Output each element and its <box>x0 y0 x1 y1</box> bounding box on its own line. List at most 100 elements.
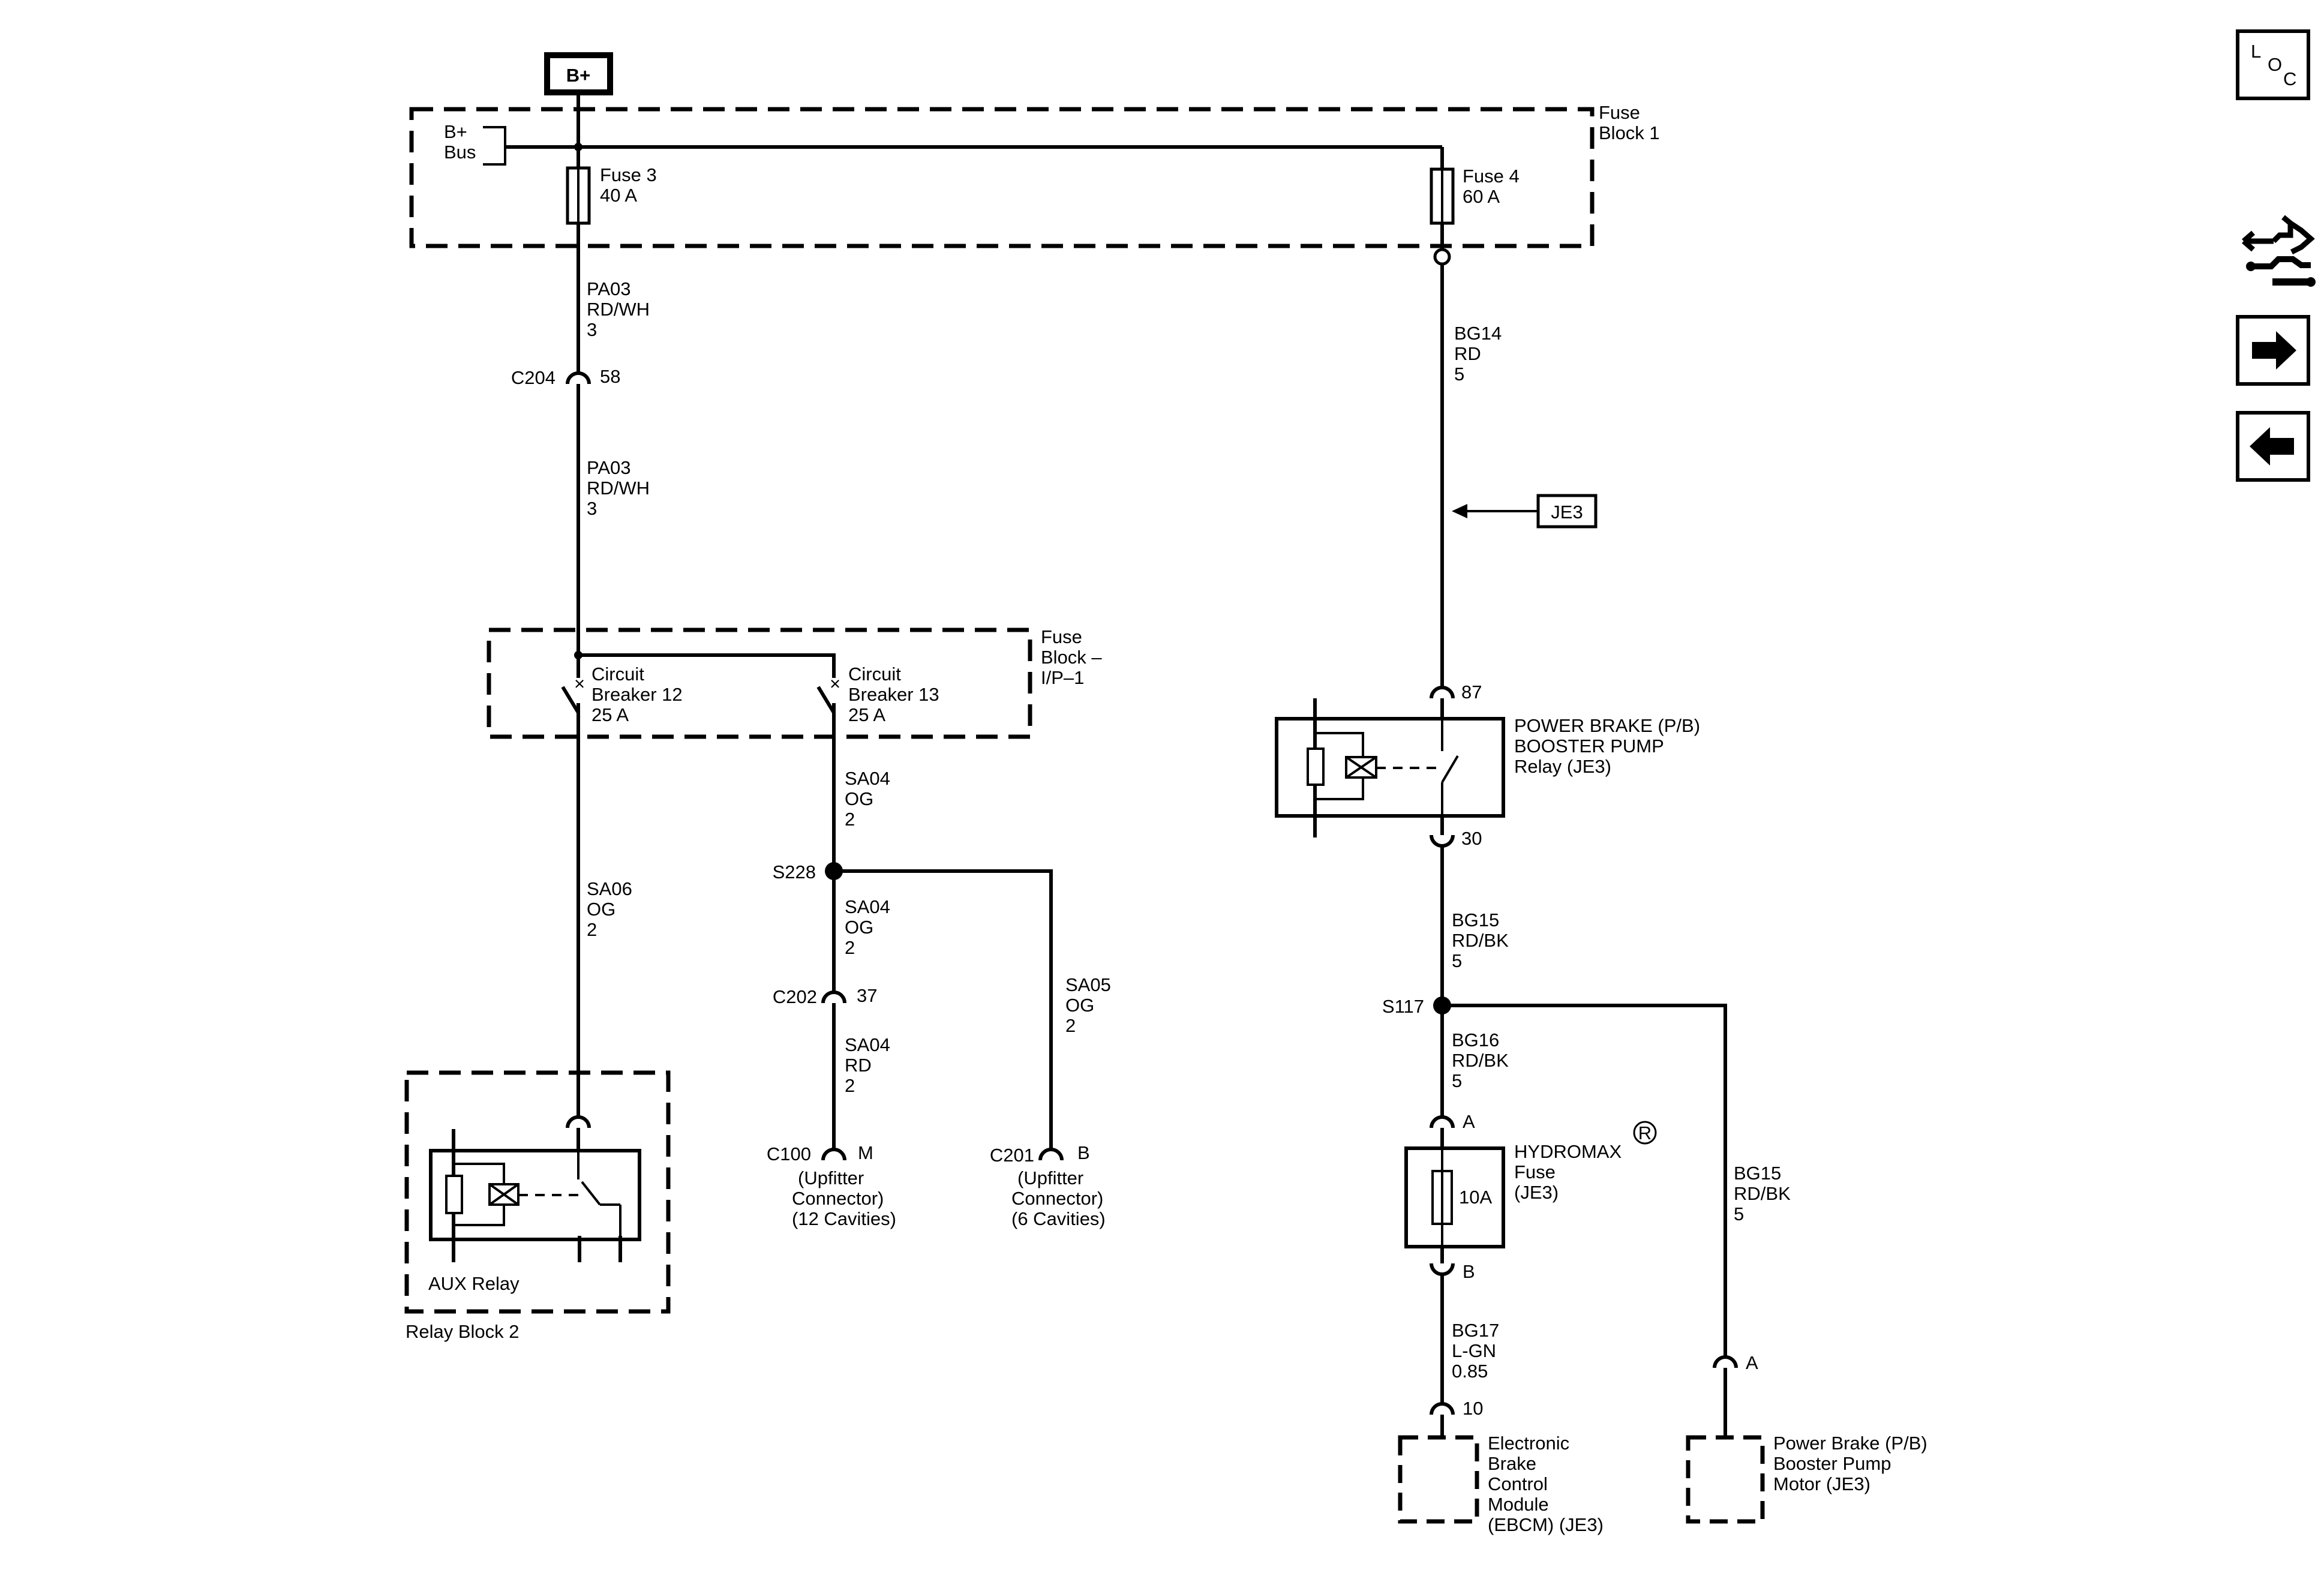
bg15-bg16-circuit: BG15 RD/BK 5 S117 BG16 RD/BK 5 BG15 RD/B… <box>1382 846 1791 1357</box>
previous-page-button[interactable] <box>2236 411 2310 482</box>
fuse-4-label: Fuse 4 <box>1463 166 1520 187</box>
svg-text:40 A: 40 A <box>600 185 637 206</box>
s228-label: S228 <box>773 861 816 882</box>
aux-relay-body <box>429 1149 641 1241</box>
pa03-circuit: PA03 RD/WH 3 C204 58 PA03 RD/WH 3 <box>511 278 650 655</box>
bg17-ebcm-circuit: BG17 L-GN 0.85 10 Electronic Brake Contr… <box>1398 1274 1604 1535</box>
pump-motor-box <box>1686 1435 1765 1524</box>
fuse-block-ip1: Fuse Block – I/P–1 × Circuit Breaker 12 … <box>487 626 1102 739</box>
svg-text:25 A: 25 A <box>848 704 885 725</box>
svg-text:Connector): Connector) <box>1011 1188 1103 1209</box>
relay-pin-87: 87 <box>1461 682 1482 703</box>
svg-text:SA04: SA04 <box>845 896 890 917</box>
svg-text:2: 2 <box>845 1075 855 1096</box>
svg-text:Fuse: Fuse <box>1514 1161 1556 1182</box>
svg-text:(JE3): (JE3) <box>1514 1182 1559 1203</box>
ebcm-label: Electronic <box>1488 1433 1569 1454</box>
loc-icon: L O C <box>2251 41 2296 89</box>
svg-text:Connector): Connector) <box>792 1188 884 1209</box>
sa04-circuit: SA04 OG 2 S228 SA04 OG 2 C202 37 SA04 RD… <box>767 737 1053 1229</box>
arrow-right-icon <box>2252 331 2296 370</box>
svg-text:Relay (JE3): Relay (JE3) <box>1514 756 1611 777</box>
svg-text:5: 5 <box>1452 1070 1462 1091</box>
svg-text:Block 1: Block 1 <box>1599 122 1660 143</box>
svg-text:Breaker 13: Breaker 13 <box>848 684 939 705</box>
ebcm-pin: 10 <box>1463 1398 1483 1419</box>
svg-text:RD: RD <box>845 1055 872 1076</box>
svg-text:I/P–1: I/P–1 <box>1041 667 1084 688</box>
svg-text:Breaker 12: Breaker 12 <box>591 684 683 705</box>
svg-text:OG: OG <box>845 788 873 809</box>
arrow-left-icon <box>2250 427 2294 466</box>
fuse-3-label: Fuse 3 <box>600 164 657 185</box>
svg-text:37: 37 <box>857 985 877 1006</box>
bg14-circuit: BG14 RD 5 JE3 87 <box>1430 264 1598 719</box>
connector-view-button[interactable] <box>2242 215 2316 287</box>
next-page-button[interactable] <box>2236 315 2310 386</box>
fuse-block-ip1-label: Fuse <box>1041 626 1082 647</box>
svg-text:SA04: SA04 <box>845 768 890 789</box>
s117-label: S117 <box>1382 996 1424 1017</box>
b-plus-source: B+ <box>544 52 613 147</box>
svg-text:OG: OG <box>1065 995 1094 1016</box>
registered-mark-icon <box>1633 1121 1657 1145</box>
svg-text:Motor (JE3): Motor (JE3) <box>1773 1473 1870 1494</box>
svg-text:M: M <box>858 1142 873 1163</box>
svg-text:Booster Pump: Booster Pump <box>1773 1453 1891 1474</box>
hydromax-label: HYDROMAX <box>1514 1141 1622 1162</box>
svg-text:SA06: SA06 <box>587 878 632 899</box>
aux-relay-label: AUX Relay <box>428 1273 520 1294</box>
svg-text:PA03: PA03 <box>587 457 631 478</box>
c204-label: C204 <box>511 367 556 388</box>
hydromax-rating: 10A <box>1459 1187 1492 1208</box>
svg-text:BG14: BG14 <box>1454 323 1502 344</box>
hydromax-pin-a: A <box>1463 1111 1475 1132</box>
svg-text:L: L <box>2251 41 2261 62</box>
ebcm-module <box>1398 1435 1479 1524</box>
svg-text:L-GN: L-GN <box>1452 1340 1496 1361</box>
harness-icon <box>2242 215 2316 287</box>
svg-text:RD: RD <box>1454 343 1481 364</box>
pump-motor-label: Power Brake (P/B) <box>1773 1433 1927 1454</box>
svg-text:5: 5 <box>1734 1203 1744 1224</box>
circuit-breaker-13-label: Circuit <box>848 664 901 685</box>
svg-text:2: 2 <box>1065 1015 1076 1036</box>
c100-label: C100 <box>767 1143 811 1164</box>
svg-text:Brake: Brake <box>1488 1453 1536 1474</box>
svg-text:BG15: BG15 <box>1452 909 1499 930</box>
motor-pin-a: A <box>1746 1352 1758 1373</box>
b-plus-label: B+ <box>566 65 591 86</box>
svg-text:BG16: BG16 <box>1452 1029 1499 1050</box>
svg-text:Bus: Bus <box>444 142 476 163</box>
svg-text:5: 5 <box>1454 364 1464 385</box>
c201-description: (Upfitter <box>1017 1167 1083 1188</box>
svg-text:PA03: PA03 <box>587 278 631 299</box>
svg-text:0.85: 0.85 <box>1452 1361 1488 1382</box>
booster-pump-motor: A Power Brake (P/B) Booster Pump Motor (… <box>1686 1352 1927 1524</box>
svg-text:RD/BK: RD/BK <box>1452 1050 1509 1071</box>
svg-text:OG: OG <box>587 899 615 920</box>
svg-text:3: 3 <box>587 498 597 519</box>
svg-text:BG15: BG15 <box>1734 1163 1781 1184</box>
svg-text:B: B <box>1077 1142 1090 1163</box>
je3-option-flag: JE3 <box>1551 502 1583 523</box>
svg-text:58: 58 <box>600 366 620 387</box>
cb12-terminal-mark: × <box>574 673 585 694</box>
fuse-block-1: Fuse Block 1 B+ Bus Fuse 3 40 A Fuse 4 6… <box>409 102 1660 372</box>
power-brake-relay: POWER BRAKE (P/B) BOOSTER PUMP Relay (JE… <box>1275 698 1700 849</box>
cb13-terminal-mark: × <box>830 673 840 694</box>
svg-text:25 A: 25 A <box>591 704 629 725</box>
svg-text:5: 5 <box>1452 950 1462 971</box>
svg-text:2: 2 <box>587 919 597 940</box>
svg-text:RD/WH: RD/WH <box>587 478 650 499</box>
svg-text:RD/BK: RD/BK <box>1452 930 1509 951</box>
b-plus-bus-label: B+ <box>444 121 467 142</box>
sa06-circuit: SA06 OG 2 <box>577 737 632 1117</box>
loc-button[interactable]: L O C <box>2236 29 2310 100</box>
pb-relay-label: POWER BRAKE (P/B) <box>1514 715 1700 736</box>
fuse-block-1-label: Fuse <box>1599 102 1640 123</box>
c201-label: C201 <box>990 1145 1034 1166</box>
svg-text:(EBCM) (JE3): (EBCM) (JE3) <box>1488 1514 1604 1535</box>
svg-text:Block –: Block – <box>1041 647 1102 668</box>
